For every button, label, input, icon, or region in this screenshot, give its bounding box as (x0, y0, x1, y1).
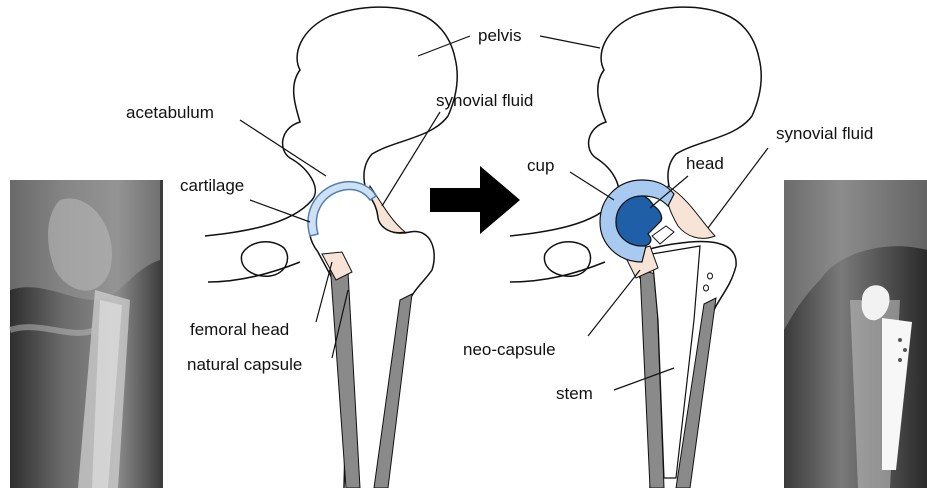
label-cartilage: cartilage (180, 176, 244, 195)
transition-arrow-icon (430, 166, 520, 234)
femur-outline (309, 185, 434, 488)
label-synovial-fluid-left: synovial fluid (436, 91, 533, 110)
xray-prosthesis-hip (784, 180, 927, 488)
label-natural-capsule: natural capsule (187, 355, 302, 374)
label-pelvis: pelvis (478, 26, 521, 45)
label-stem: stem (556, 384, 593, 403)
natural-hip-drawing (205, 7, 457, 488)
label-neo-capsule: neo-capsule (463, 340, 556, 359)
label-cup: cup (527, 156, 554, 175)
label-femoral-head: femoral head (190, 320, 289, 339)
xray-natural-hip (10, 180, 163, 488)
prosthetic-hip-drawing (510, 7, 761, 488)
label-acetabulum: acetabulum (126, 103, 214, 122)
label-synovial-fluid-right: synovial fluid (776, 124, 873, 143)
label-head: head (686, 154, 724, 173)
